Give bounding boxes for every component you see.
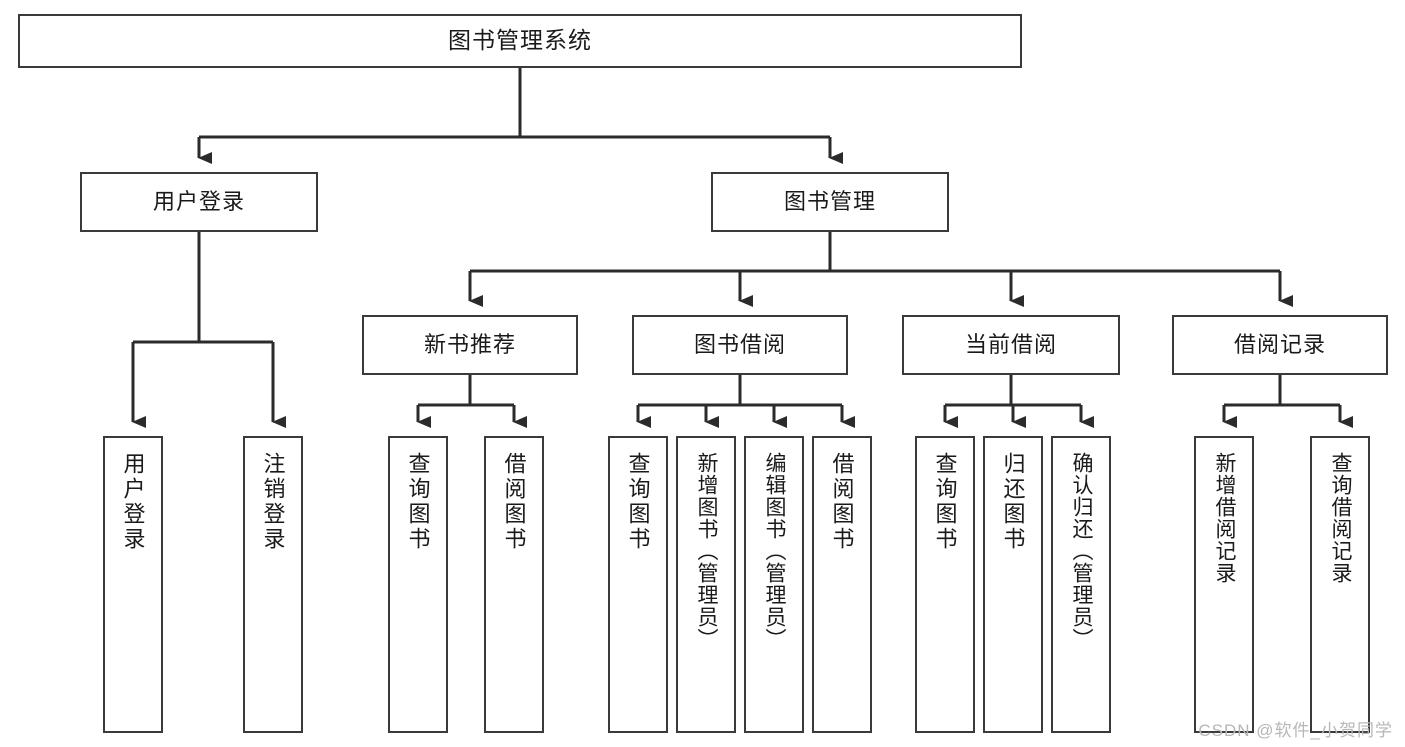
node-book-borrow[interactable]: 图书借阅 <box>632 315 848 375</box>
node-label: 借阅图书 <box>829 452 855 552</box>
node-label: 用户登录 <box>152 188 245 214</box>
node-label: 新增图书（管理员） <box>695 452 719 650</box>
node-label: 当前借阅 <box>964 331 1057 357</box>
node-label: 编辑图书（管理员） <box>763 452 787 650</box>
node-label: 查询图书 <box>625 452 651 552</box>
node-label: 确认归还（管理员） <box>1070 452 1094 650</box>
node-label: 用户登录 <box>120 452 146 552</box>
node-label: 查询借阅记录 <box>1329 452 1353 584</box>
node-leaf-query-borrow-record[interactable]: 查询借阅记录 <box>1310 436 1370 733</box>
csdn-watermark: CSDN @软件_小贺同学 <box>1198 721 1393 740</box>
node-leaf-borrow-book-1[interactable]: 借阅图书 <box>484 436 544 733</box>
node-label: 图书借阅 <box>693 331 786 357</box>
node-new-book-recommend[interactable]: 新书推荐 <box>362 315 578 375</box>
node-label: 图书管理 <box>783 188 876 214</box>
node-leaf-add-book-admin[interactable]: 新增图书（管理员） <box>676 436 736 733</box>
node-leaf-logout[interactable]: 注销登录 <box>243 436 303 733</box>
node-leaf-query-book-2[interactable]: 查询图书 <box>608 436 668 733</box>
node-leaf-borrow-book-2[interactable]: 借阅图书 <box>812 436 872 733</box>
node-label: 借阅记录 <box>1233 331 1326 357</box>
node-label: 归还图书 <box>1000 452 1026 552</box>
node-label: 查询图书 <box>405 452 431 552</box>
node-label: 查询图书 <box>932 452 958 552</box>
node-leaf-query-book-1[interactable]: 查询图书 <box>388 436 448 733</box>
node-leaf-return-book[interactable]: 归还图书 <box>983 436 1043 733</box>
node-borrow-record[interactable]: 借阅记录 <box>1172 315 1388 375</box>
node-label: 新增借阅记录 <box>1213 452 1237 584</box>
node-label: 图书管理系统 <box>448 27 592 54</box>
node-label: 借阅图书 <box>501 452 527 552</box>
node-book-management[interactable]: 图书管理 <box>711 172 949 232</box>
node-current-borrow[interactable]: 当前借阅 <box>902 315 1120 375</box>
node-leaf-query-book-3[interactable]: 查询图书 <box>915 436 975 733</box>
node-root-book-management-system[interactable]: 图书管理系统 <box>18 14 1022 68</box>
node-leaf-confirm-return-admin[interactable]: 确认归还（管理员） <box>1051 436 1111 733</box>
node-leaf-user-login[interactable]: 用户登录 <box>103 436 163 733</box>
node-leaf-edit-book-admin[interactable]: 编辑图书（管理员） <box>744 436 804 733</box>
node-label: 注销登录 <box>260 452 286 552</box>
node-label: 新书推荐 <box>423 331 516 357</box>
node-leaf-add-borrow-record[interactable]: 新增借阅记录 <box>1194 436 1254 733</box>
node-user-login[interactable]: 用户登录 <box>80 172 318 232</box>
